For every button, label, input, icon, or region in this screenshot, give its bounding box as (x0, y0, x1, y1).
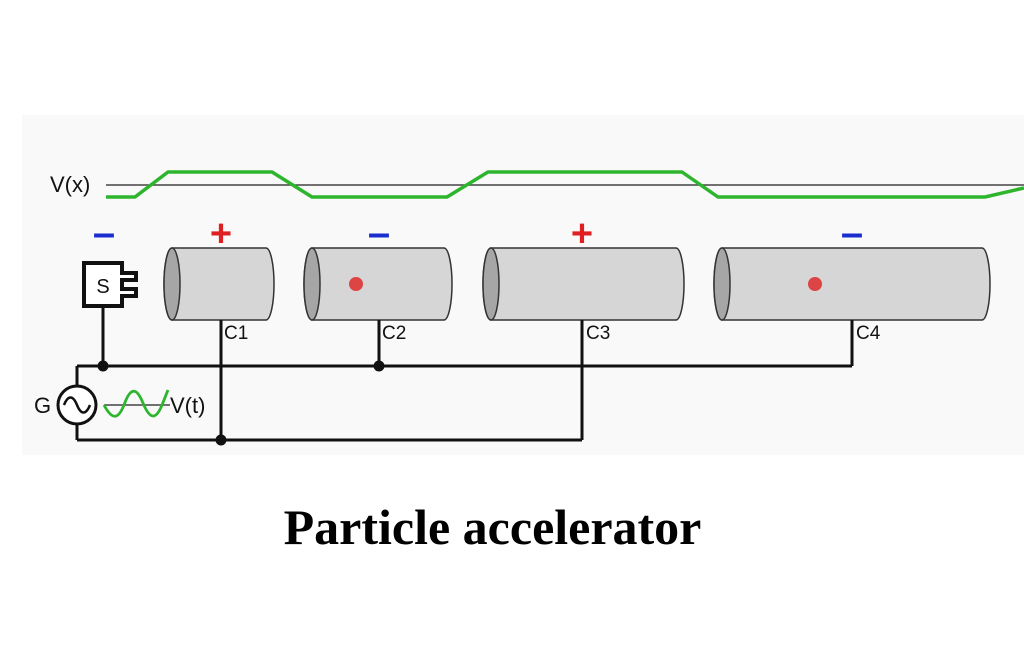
generator-label: G (34, 393, 51, 418)
signal-wave (102, 389, 170, 418)
cylinder-c1 (163, 247, 275, 321)
c4-minus-sign: – (841, 211, 863, 255)
generator (56, 384, 98, 426)
c3-label: C3 (586, 323, 610, 344)
junction-dot (215, 434, 227, 446)
c4-label: C4 (856, 323, 881, 344)
potential-curve (106, 170, 1024, 199)
particle-dot (349, 277, 363, 291)
c3-plus-sign: + (571, 213, 593, 255)
source-label: S (96, 276, 109, 298)
ac-symbol-icon (62, 396, 92, 414)
signal-label: V(t) (170, 393, 205, 418)
cylinder-c3 (482, 247, 685, 321)
potential-label: V(x) (50, 172, 90, 197)
c1-label: C1 (224, 323, 248, 344)
c2-minus-sign: – (368, 211, 390, 255)
junction-dot (373, 360, 385, 372)
c1-plus-sign: + (210, 213, 232, 255)
accelerator-diagram: V(x) – + – + – S (34, 170, 1024, 446)
particle-dot (808, 277, 822, 291)
particle-source: S (82, 261, 138, 308)
circuit-wires (75, 306, 854, 442)
caption: Particle accelerator (283, 499, 702, 555)
c2-label: C2 (382, 323, 406, 344)
junction-dot (97, 360, 109, 372)
cylinder-c4 (713, 247, 991, 321)
cylinder-c2 (303, 247, 453, 321)
source-minus-sign: – (93, 211, 115, 255)
